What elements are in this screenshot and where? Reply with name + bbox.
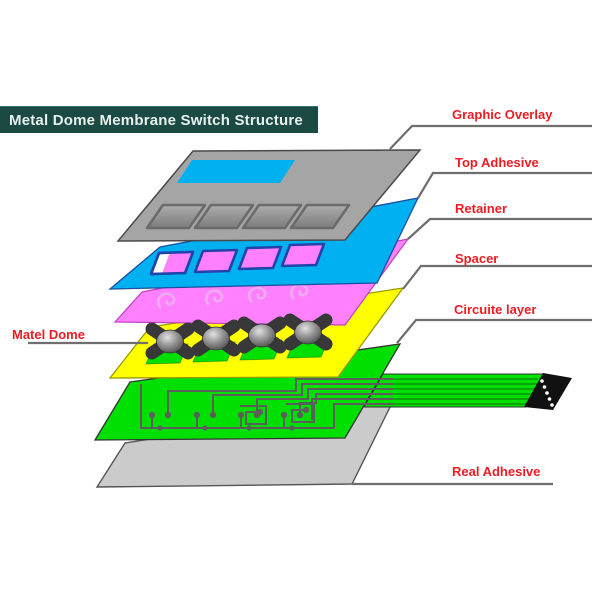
label-metal-dome: Matel Dome — [12, 327, 85, 342]
leader-spacer — [402, 264, 592, 290]
circuit-pads — [148, 406, 310, 431]
label-retainer: Retainer — [455, 201, 507, 216]
label-spacer: Spacer — [455, 251, 498, 266]
adhesive-window — [149, 250, 195, 276]
adhesive-window — [193, 248, 239, 274]
label-top-adhesive: Top Adhesive — [455, 155, 539, 170]
label-rear-adhesive: Real Adhesive — [452, 464, 540, 479]
adhesive-windows — [149, 242, 326, 276]
overlay-key-button — [145, 203, 207, 230]
overlay-display-window — [177, 160, 295, 183]
overlay-key-button — [241, 203, 303, 230]
leader-lines — [28, 124, 592, 486]
label-graphic-overlay: Graphic Overlay — [452, 107, 553, 122]
leader-graphic-overlay — [389, 124, 592, 150]
circuit-traces — [140, 378, 393, 429]
tail-connector — [524, 373, 572, 410]
metal-dome — [237, 316, 287, 354]
layer-graphic-overlay — [116, 149, 422, 242]
leader-top-adhesive — [417, 171, 592, 199]
overlay-keys — [145, 203, 351, 230]
label-circuit-layer: Circuite layer — [454, 302, 536, 317]
overlay-key-button — [193, 203, 255, 230]
metal-domes — [145, 313, 333, 360]
metal-dome — [283, 313, 333, 351]
metal-dome — [191, 319, 241, 357]
page-title: Metal Dome Membrane Switch Structure — [0, 106, 318, 133]
metal-dome — [145, 322, 195, 360]
leader-circuit-layer — [396, 318, 592, 344]
connector-pin-dots — [540, 379, 554, 407]
annotation-labels: Graphic Overlay Top Adhesive Retainer Sp… — [12, 107, 553, 479]
adhesive-window — [237, 245, 283, 271]
overlay-key-button — [289, 203, 351, 230]
leader-retainer — [407, 217, 592, 240]
adhesive-window — [280, 242, 326, 268]
tail-stripes — [371, 378, 538, 405]
